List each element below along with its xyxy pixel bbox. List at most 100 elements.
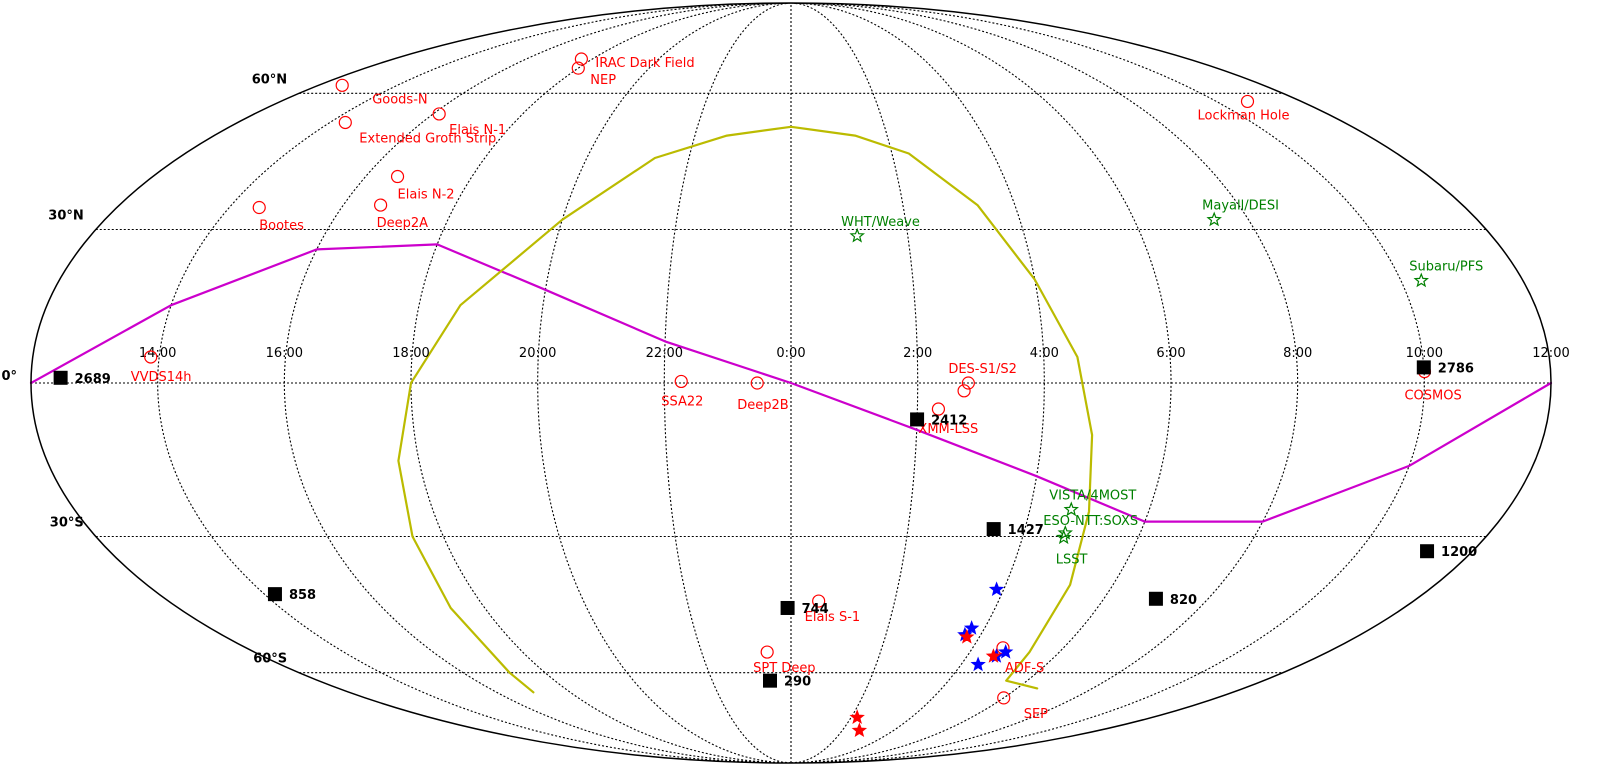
field-marker — [252, 200, 266, 215]
facility-star-marker — [1055, 529, 1072, 545]
meridian-line — [537, 2, 792, 764]
star-marker — [985, 648, 1002, 663]
count-square-marker — [986, 522, 1001, 537]
field-marker — [335, 78, 349, 92]
point-label: Subaru/PFS — [1409, 260, 1483, 275]
point-label: Extended Groth Strip — [359, 131, 496, 146]
x-tick-label: 8:00 — [1283, 346, 1312, 361]
point-label: ESO-NTT:SOXS — [1043, 514, 1138, 529]
facility-star-marker — [1063, 501, 1079, 517]
count-label: 744 — [802, 602, 829, 617]
field-marker — [374, 198, 388, 212]
field-marker — [338, 115, 352, 130]
count-square-marker — [910, 412, 925, 427]
x-tick-label: 14:00 — [139, 346, 176, 361]
point-label: Elais N-1 — [449, 123, 506, 138]
star-marker — [849, 709, 865, 725]
x-tick-label: 20:00 — [519, 346, 556, 361]
x-tick-label: 12:00 — [1532, 346, 1569, 361]
point-label: SSA22 — [661, 394, 703, 409]
y-tick-label: 60°N — [252, 72, 287, 87]
y-tick-label: 30°N — [48, 208, 83, 223]
star-marker — [963, 620, 980, 635]
x-tick-label: 22:00 — [646, 346, 683, 361]
point-label: COSMOS — [1404, 389, 1461, 404]
x-tick-label: 2:00 — [903, 346, 932, 361]
count-square-marker — [1148, 591, 1163, 606]
count-label: 2689 — [75, 372, 111, 387]
field-marker — [812, 594, 826, 608]
field-marker — [750, 376, 764, 390]
point-label: WHT/Weave — [841, 215, 920, 230]
point-label: VISTA/4MOST — [1049, 489, 1136, 504]
meridian-line — [157, 2, 792, 764]
count-square-marker — [1420, 544, 1435, 559]
meridian-line — [790, 2, 1299, 764]
field-marker — [432, 107, 446, 121]
field-marker — [957, 384, 971, 398]
field-marker — [674, 374, 688, 389]
point-label: DES-S1/S2 — [948, 362, 1017, 377]
projection-outline — [30, 2, 1552, 764]
field-marker — [571, 61, 585, 75]
facility-star-marker — [1057, 524, 1073, 540]
point-label: VVDS14h — [131, 370, 192, 385]
meridian-line — [790, 2, 1045, 764]
count-label: 2786 — [1438, 361, 1474, 376]
x-tick-label: 0:00 — [776, 346, 805, 361]
star-marker — [959, 628, 975, 644]
facility-star-marker — [1413, 272, 1429, 288]
point-label: Mayall/DESI — [1202, 199, 1279, 214]
axis-tick-labels: 10:008:006:004:002:000:0022:0020:0018:00… — [1, 72, 1569, 666]
x-tick-label: 16:00 — [266, 346, 303, 361]
count-label: 1200 — [1441, 545, 1477, 560]
point-label: NEP — [590, 73, 616, 88]
field-marker — [1240, 94, 1255, 109]
point-label: Deep2A — [377, 216, 429, 231]
galactic-plane-curve — [29, 243, 1553, 523]
survey-footprint-curve — [397, 125, 1094, 694]
count-square-marker — [763, 673, 778, 688]
star-marker — [988, 581, 1005, 596]
facility-star-marker — [849, 227, 866, 243]
count-label: 1427 — [1008, 523, 1044, 538]
point-label: XMM-LSS — [918, 422, 978, 437]
projection-boundary — [30, 2, 1552, 764]
count-label: 2412 — [931, 413, 967, 428]
x-tick-label: 18:00 — [392, 346, 429, 361]
count-label: 820 — [1170, 593, 1197, 608]
count-square-marker — [780, 600, 795, 615]
point-label: Bootes — [259, 218, 304, 233]
x-tick-label: 6:00 — [1156, 346, 1185, 361]
point-label: Elais S-1 — [805, 610, 861, 625]
field-marker — [574, 52, 588, 66]
point-label: Goods-N — [372, 92, 427, 107]
meridian-line — [790, 2, 919, 764]
x-tick-label: 4:00 — [1030, 346, 1059, 361]
y-tick-label: 60°S — [253, 652, 287, 667]
star-marker — [970, 656, 986, 672]
point-label: SPT Deep — [753, 661, 815, 676]
point-label: LSST — [1056, 552, 1088, 567]
field-marker — [390, 169, 405, 184]
y-tick-label: 0° — [1, 369, 17, 384]
count-label: 290 — [784, 675, 811, 690]
point-label: ADF-S — [1005, 661, 1044, 676]
point-label: IRAC Dark Field — [595, 56, 694, 71]
facility-star-marker — [1206, 211, 1222, 227]
red-stars-series — [849, 628, 1002, 737]
field-marker — [144, 350, 158, 364]
field-marker — [997, 691, 1011, 705]
field-marker — [961, 376, 975, 390]
count-square-marker — [267, 587, 282, 602]
point-label: Elais N-2 — [398, 188, 455, 203]
star-marker — [851, 722, 868, 737]
count-square-marker — [53, 370, 68, 385]
star-marker — [997, 643, 1014, 659]
